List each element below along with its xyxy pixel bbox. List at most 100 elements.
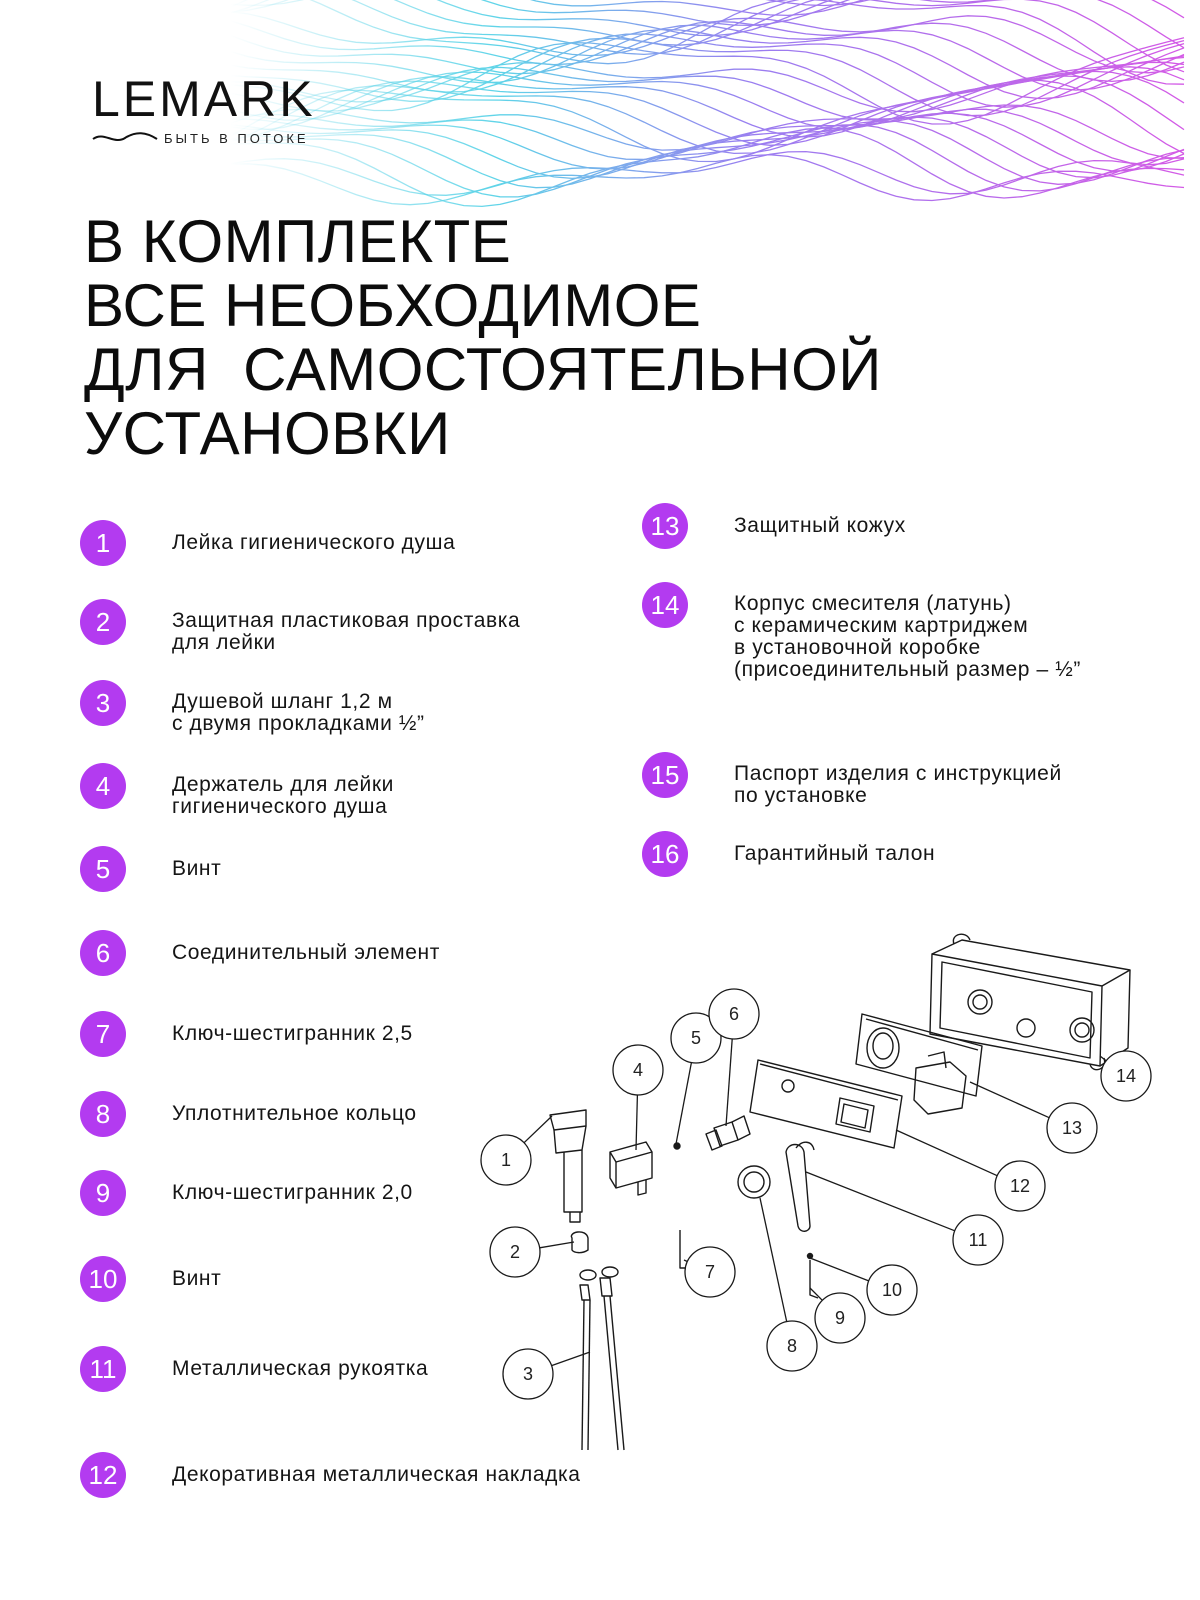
callout-circle <box>502 1348 554 1400</box>
item-description: Корпус смесителя (латунь)с керамическим … <box>734 593 1081 681</box>
spacer-drawing <box>570 1231 589 1254</box>
item-description-line: Уплотнительное кольцо <box>172 1102 417 1125</box>
brand-tagline: БЫТЬ В ПОТОКЕ <box>164 131 309 146</box>
callout-number: 9 <box>835 1308 845 1328</box>
callout-number: 13 <box>1062 1118 1082 1138</box>
callout-circle <box>1046 1102 1098 1154</box>
wave-line <box>229 112 1185 172</box>
item-description-line: с двумя прокладками ½” <box>172 712 425 735</box>
item-description-line: по установке <box>734 784 868 807</box>
item-number-badge: 14 <box>642 582 688 628</box>
item-number-badge: 15 <box>642 752 688 798</box>
item-description: Декоративная металлическая накладка <box>172 1464 580 1486</box>
item-description-line: Защитный кожух <box>734 514 906 537</box>
wave-line <box>351 0 1185 73</box>
callout-number: 11 <box>969 1230 988 1250</box>
callout-number: 10 <box>882 1280 902 1300</box>
wave-line <box>229 150 1185 196</box>
callout-number: 5 <box>691 1028 701 1048</box>
item-description-line: Гарантийный талон <box>734 842 936 865</box>
item-number-badge: 11 <box>80 1346 126 1392</box>
callout-leader-line <box>635 1094 639 1151</box>
item-number-badge: 1 <box>80 520 126 566</box>
headline-line: ДЛЯ САМОСТОЯТЕЛЬНОЙ <box>84 336 882 403</box>
item-number-badge: 7 <box>80 1011 126 1057</box>
wave-line <box>229 0 1185 37</box>
item-description-line: Паспорт изделия с инструкцией <box>734 762 1062 785</box>
callout-number: 7 <box>705 1262 715 1282</box>
callout-leader-line <box>809 1287 823 1301</box>
callout-circle <box>612 1044 664 1096</box>
callout-leader-line <box>895 1129 998 1177</box>
wave-line <box>229 116 1185 180</box>
brand-logo: LEMARK БЫТЬ В ПОТОКЕ <box>92 74 316 148</box>
wave-line <box>229 0 865 17</box>
item-description-line: Корпус смесителя (латунь) <box>734 592 1012 615</box>
item-description: Ключ-шестигранник 2,0 <box>172 1182 413 1204</box>
item-description-line: Металлическая рукоятка <box>172 1357 429 1380</box>
callout-leader-line <box>539 1241 575 1249</box>
callout-leader-line <box>759 1197 788 1322</box>
wave-line <box>229 56 1185 121</box>
item-description: Соединительный элемент <box>172 942 440 964</box>
headline-line: УСТАНОВКИ <box>84 400 451 467</box>
wave-line <box>229 154 1185 206</box>
item-description-line: Ключ-шестигранник 2,5 <box>172 1022 413 1045</box>
brand-name: LEMARK <box>92 71 316 127</box>
item-description-line: Защитная пластиковая проставка <box>172 609 521 632</box>
callout-circle <box>766 1320 818 1372</box>
wave-line <box>229 24 1185 91</box>
item-number-badge: 16 <box>642 831 688 877</box>
headline-line: В КОМПЛЕКТЕ <box>84 208 512 275</box>
hose-drawing <box>579 1277 625 1451</box>
item-description-line: Декоративная металлическая накладка <box>172 1463 581 1486</box>
connector-drawing <box>705 1115 751 1151</box>
item-description: Ключ-шестигранник 2,5 <box>172 1023 413 1045</box>
callout-number: 2 <box>510 1242 520 1262</box>
item-description: Защитный кожух <box>734 515 906 537</box>
wave-line <box>229 11 1185 74</box>
wave-line <box>229 20 1185 83</box>
item-number-badge: 10 <box>80 1256 126 1302</box>
wave-line <box>309 0 1185 85</box>
callout-number: 14 <box>1116 1066 1136 1086</box>
item-number-badge: 2 <box>80 599 126 645</box>
item-number-badge: 5 <box>80 846 126 892</box>
wave-line <box>229 0 1185 49</box>
item-description-line: Винт <box>172 1267 222 1290</box>
callout-leader-line <box>969 1081 1050 1119</box>
callout-number: 6 <box>729 1004 739 1024</box>
item-description: Уплотнительное кольцо <box>172 1103 417 1125</box>
callout-number: 4 <box>633 1060 643 1080</box>
item-description: Лейка гигиенического душа <box>172 532 455 554</box>
callout-leader-line <box>805 1171 956 1232</box>
item-description-line: Душевой шланг 1,2 м <box>172 690 393 713</box>
callout-leader-line <box>551 1351 591 1367</box>
item-number-badge: 8 <box>80 1091 126 1137</box>
wave-line <box>229 0 851 27</box>
item-description-line: с керамическим картриджем <box>734 614 1029 637</box>
callout-circle <box>489 1226 541 1278</box>
item-description-line: для лейки <box>172 631 276 654</box>
wave-line <box>229 28 1185 100</box>
item-number-badge: 13 <box>642 503 688 549</box>
headline-line: ВСЕ НЕОБХОДИМОЕ <box>84 272 702 339</box>
wave-line <box>229 108 1185 166</box>
wave-line <box>229 70 1185 146</box>
wave-line <box>229 79 1185 163</box>
callout-circle <box>670 1012 722 1064</box>
item-description-line: Лейка гигиенического душа <box>172 531 456 554</box>
item-description: Гарантийный талон <box>734 843 935 865</box>
item-number-badge: 3 <box>80 680 126 726</box>
item-number-badge: 9 <box>80 1170 126 1216</box>
callout-number: 3 <box>523 1364 533 1384</box>
item-description-line: Держатель для лейки <box>172 773 394 796</box>
item-number-badge: 12 <box>80 1452 126 1498</box>
handle-drawing <box>785 1143 811 1232</box>
callout-circle <box>708 988 760 1040</box>
wave-line <box>229 104 1185 159</box>
wave-line <box>229 37 1185 125</box>
